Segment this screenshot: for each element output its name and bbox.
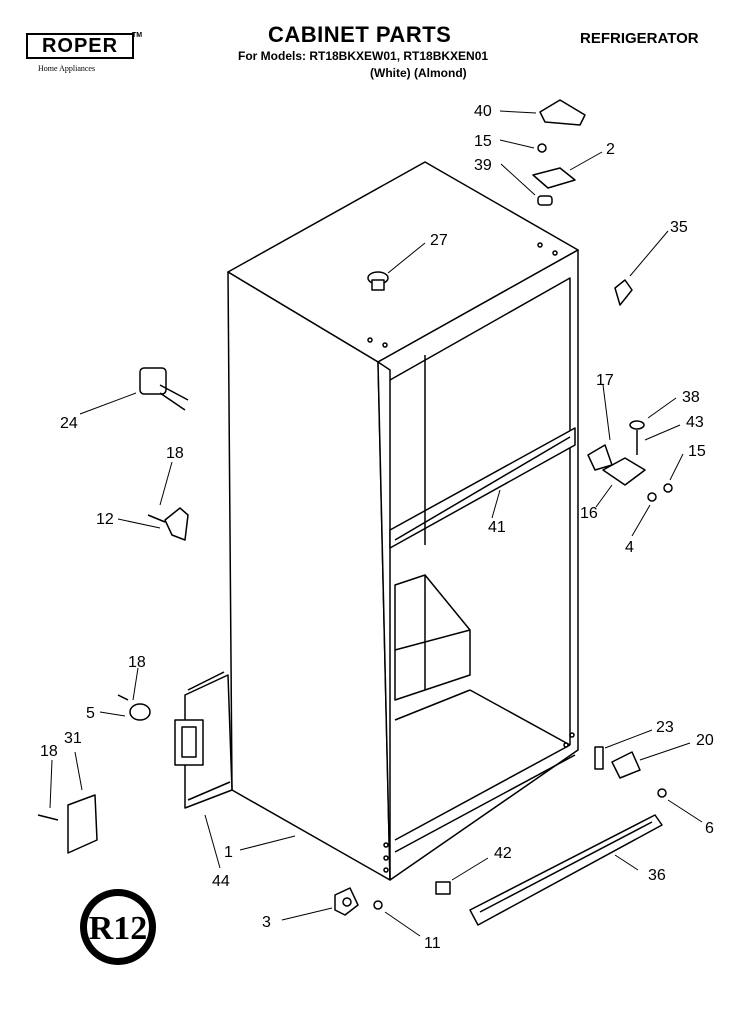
- product-type: REFRIGERATOR: [580, 30, 699, 47]
- clip-part-42: [435, 881, 451, 895]
- callout-1: 1: [224, 844, 233, 861]
- callout-3: 3: [262, 914, 271, 931]
- clip-part-35: [614, 279, 633, 306]
- callout-4: 4: [625, 539, 634, 556]
- bottom-hinge-part: [594, 746, 667, 798]
- callout-42: 42: [494, 845, 512, 862]
- callout-18-mid: 18: [128, 654, 146, 671]
- callout-15-right: 15: [688, 443, 706, 460]
- models-line: For Models: RT18BKXEW01, RT18BKXEN01: [238, 49, 489, 63]
- hinge-part-5: [117, 694, 151, 721]
- callout-18-lower: 18: [40, 743, 58, 760]
- callout-43: 43: [686, 414, 704, 431]
- callout-31: 31: [64, 730, 82, 747]
- callout-23: 23: [656, 719, 674, 736]
- callout-5: 5: [86, 705, 95, 722]
- door-stop-part: [139, 367, 189, 411]
- callout-16: 16: [580, 505, 598, 522]
- r12-badge-text: R12: [89, 910, 148, 947]
- callout-35: 35: [670, 219, 688, 236]
- hinge-cover-part: [539, 99, 586, 126]
- callout-17: 17: [596, 372, 614, 389]
- hinge-cover-part-31: [37, 794, 98, 854]
- callout-20: 20: [696, 732, 714, 749]
- plug-button-part: [367, 271, 389, 291]
- brand-logo: ROPER: [26, 33, 134, 59]
- callout-38: 38: [682, 389, 700, 406]
- callout-2: 2: [606, 141, 615, 158]
- cabinet-body: [227, 161, 579, 881]
- callout-41: 41: [488, 519, 506, 536]
- callout-numbers: 40 15 2 39 35 27 24 18 12 17 38 43 15 41…: [40, 103, 714, 952]
- callout-27: 27: [430, 232, 448, 249]
- page-title: CABINET PARTS: [268, 22, 452, 47]
- base-grille-part: [469, 814, 663, 926]
- callout-12: 12: [96, 511, 114, 528]
- callout-15-top: 15: [474, 133, 492, 150]
- top-hinge-part: [532, 143, 576, 206]
- callout-6: 6: [705, 820, 714, 837]
- brand-subtitle: Home Appliances: [38, 64, 96, 73]
- color-variants-line: (White) (Almond): [370, 66, 467, 80]
- screw-part-11: [373, 900, 383, 910]
- roller-part: [334, 887, 359, 916]
- callout-44: 44: [212, 873, 230, 890]
- leader-lines: [49, 110, 703, 937]
- bracket-part-12: [147, 507, 189, 541]
- callout-18-upper: 18: [166, 445, 184, 462]
- trademark-mark: TM: [132, 32, 143, 39]
- callout-39: 39: [474, 157, 492, 174]
- callout-24: 24: [60, 415, 78, 432]
- r12-badge: R12: [80, 889, 156, 965]
- side-panel-part: [174, 671, 233, 809]
- center-hinge-part: [587, 420, 673, 502]
- callout-36: 36: [648, 867, 666, 884]
- callout-11: 11: [424, 935, 441, 952]
- callout-40: 40: [474, 103, 492, 120]
